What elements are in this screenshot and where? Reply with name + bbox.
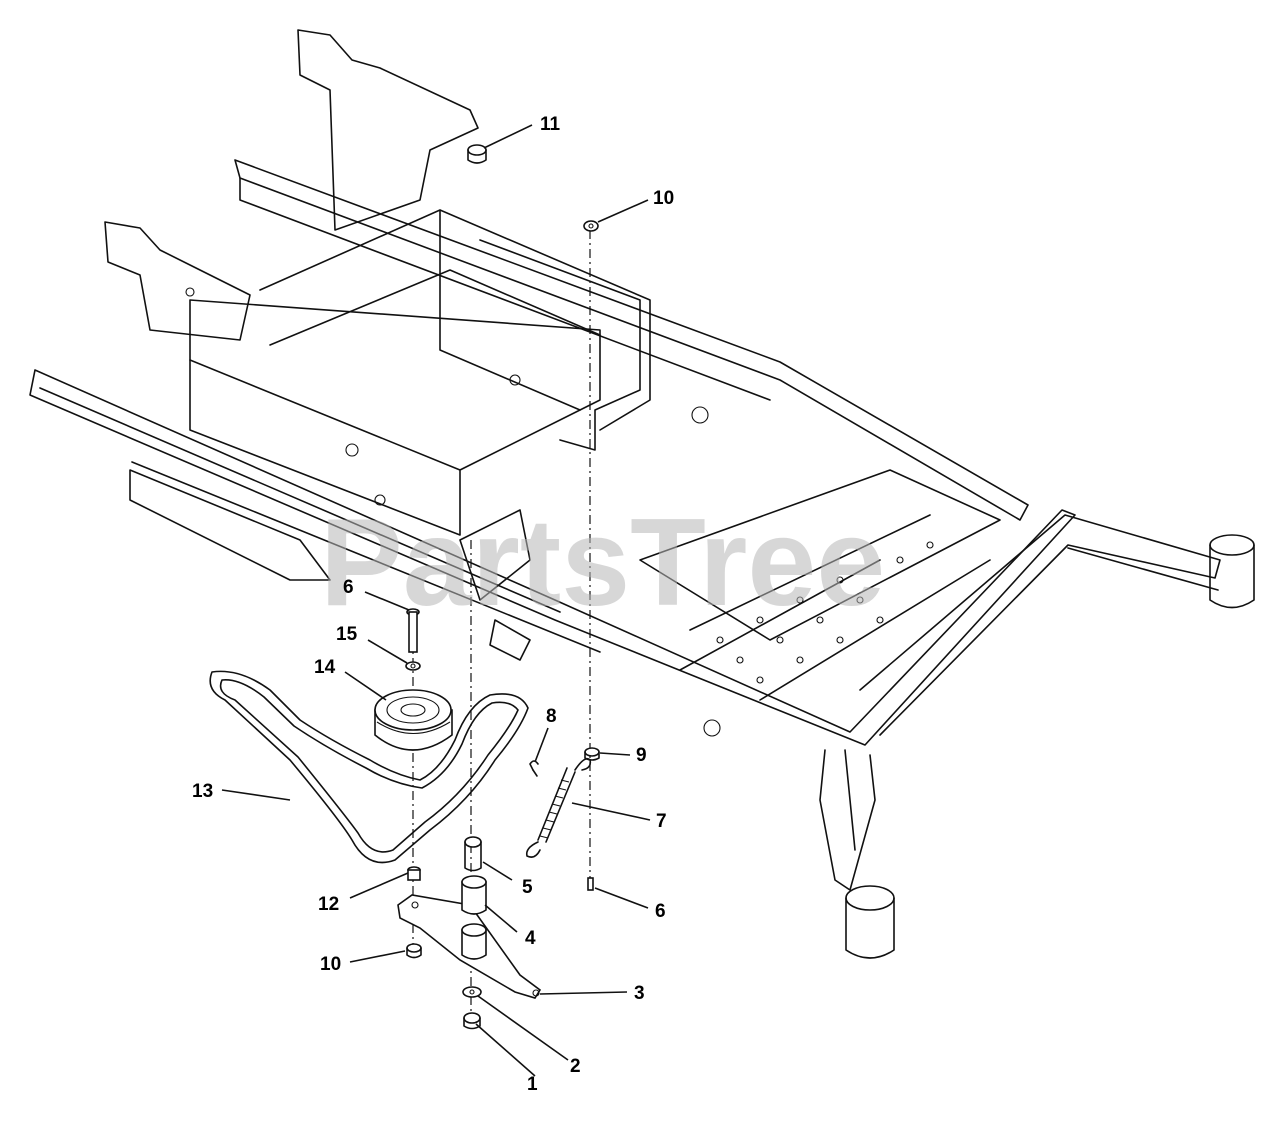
callout-4: 4 [525,928,536,949]
caster-mount-front [845,885,895,959]
part-13-belt [209,670,529,864]
caster-mount-right [1209,534,1255,609]
part-1-nut [463,1012,481,1030]
callout-8: 8 [546,706,557,727]
callout-labels: 11 10 6 15 14 8 9 13 7 5 12 6 4 10 3 2 1 [192,114,674,1095]
part-15-washer [405,661,421,671]
callout-6-right: 6 [655,901,666,922]
watermark: PartsTree [320,494,885,632]
part-2-washer [462,986,482,998]
floor-holes [716,541,934,684]
part-7-spring [525,757,592,858]
part-9-spacer [584,747,600,761]
callout-7: 7 [656,811,667,832]
callout-11: 11 [540,114,561,135]
part-10-nut-upper [583,220,599,232]
callout-9: 9 [636,745,647,766]
callout-13: 13 [192,781,213,802]
callout-1: 1 [527,1074,538,1095]
part-10-nut-lower [406,943,422,959]
callout-3: 3 [634,983,645,1004]
callout-14: 14 [314,657,336,678]
callout-12: 12 [318,894,339,915]
part-4-sleeve [461,875,487,915]
callout-15: 15 [336,624,358,645]
callout-10-upper: 10 [653,188,674,209]
part-4-sleeve-lower [461,923,487,960]
part-8-hook [529,760,539,777]
callout-6-left: 6 [343,577,354,598]
part-6-bolt-left [406,608,420,653]
mower-frame [29,29,1255,959]
part-12-spacer [407,866,421,881]
leader-lines [221,124,651,1077]
part-5-bushing [464,836,482,872]
callout-2: 2 [570,1056,581,1077]
part-6-bolt-right [587,877,594,891]
part-14-idler-pulley [374,689,453,751]
callout-5: 5 [522,877,533,898]
part-11-cap [467,144,487,164]
callout-10-lower: 10 [320,954,341,975]
